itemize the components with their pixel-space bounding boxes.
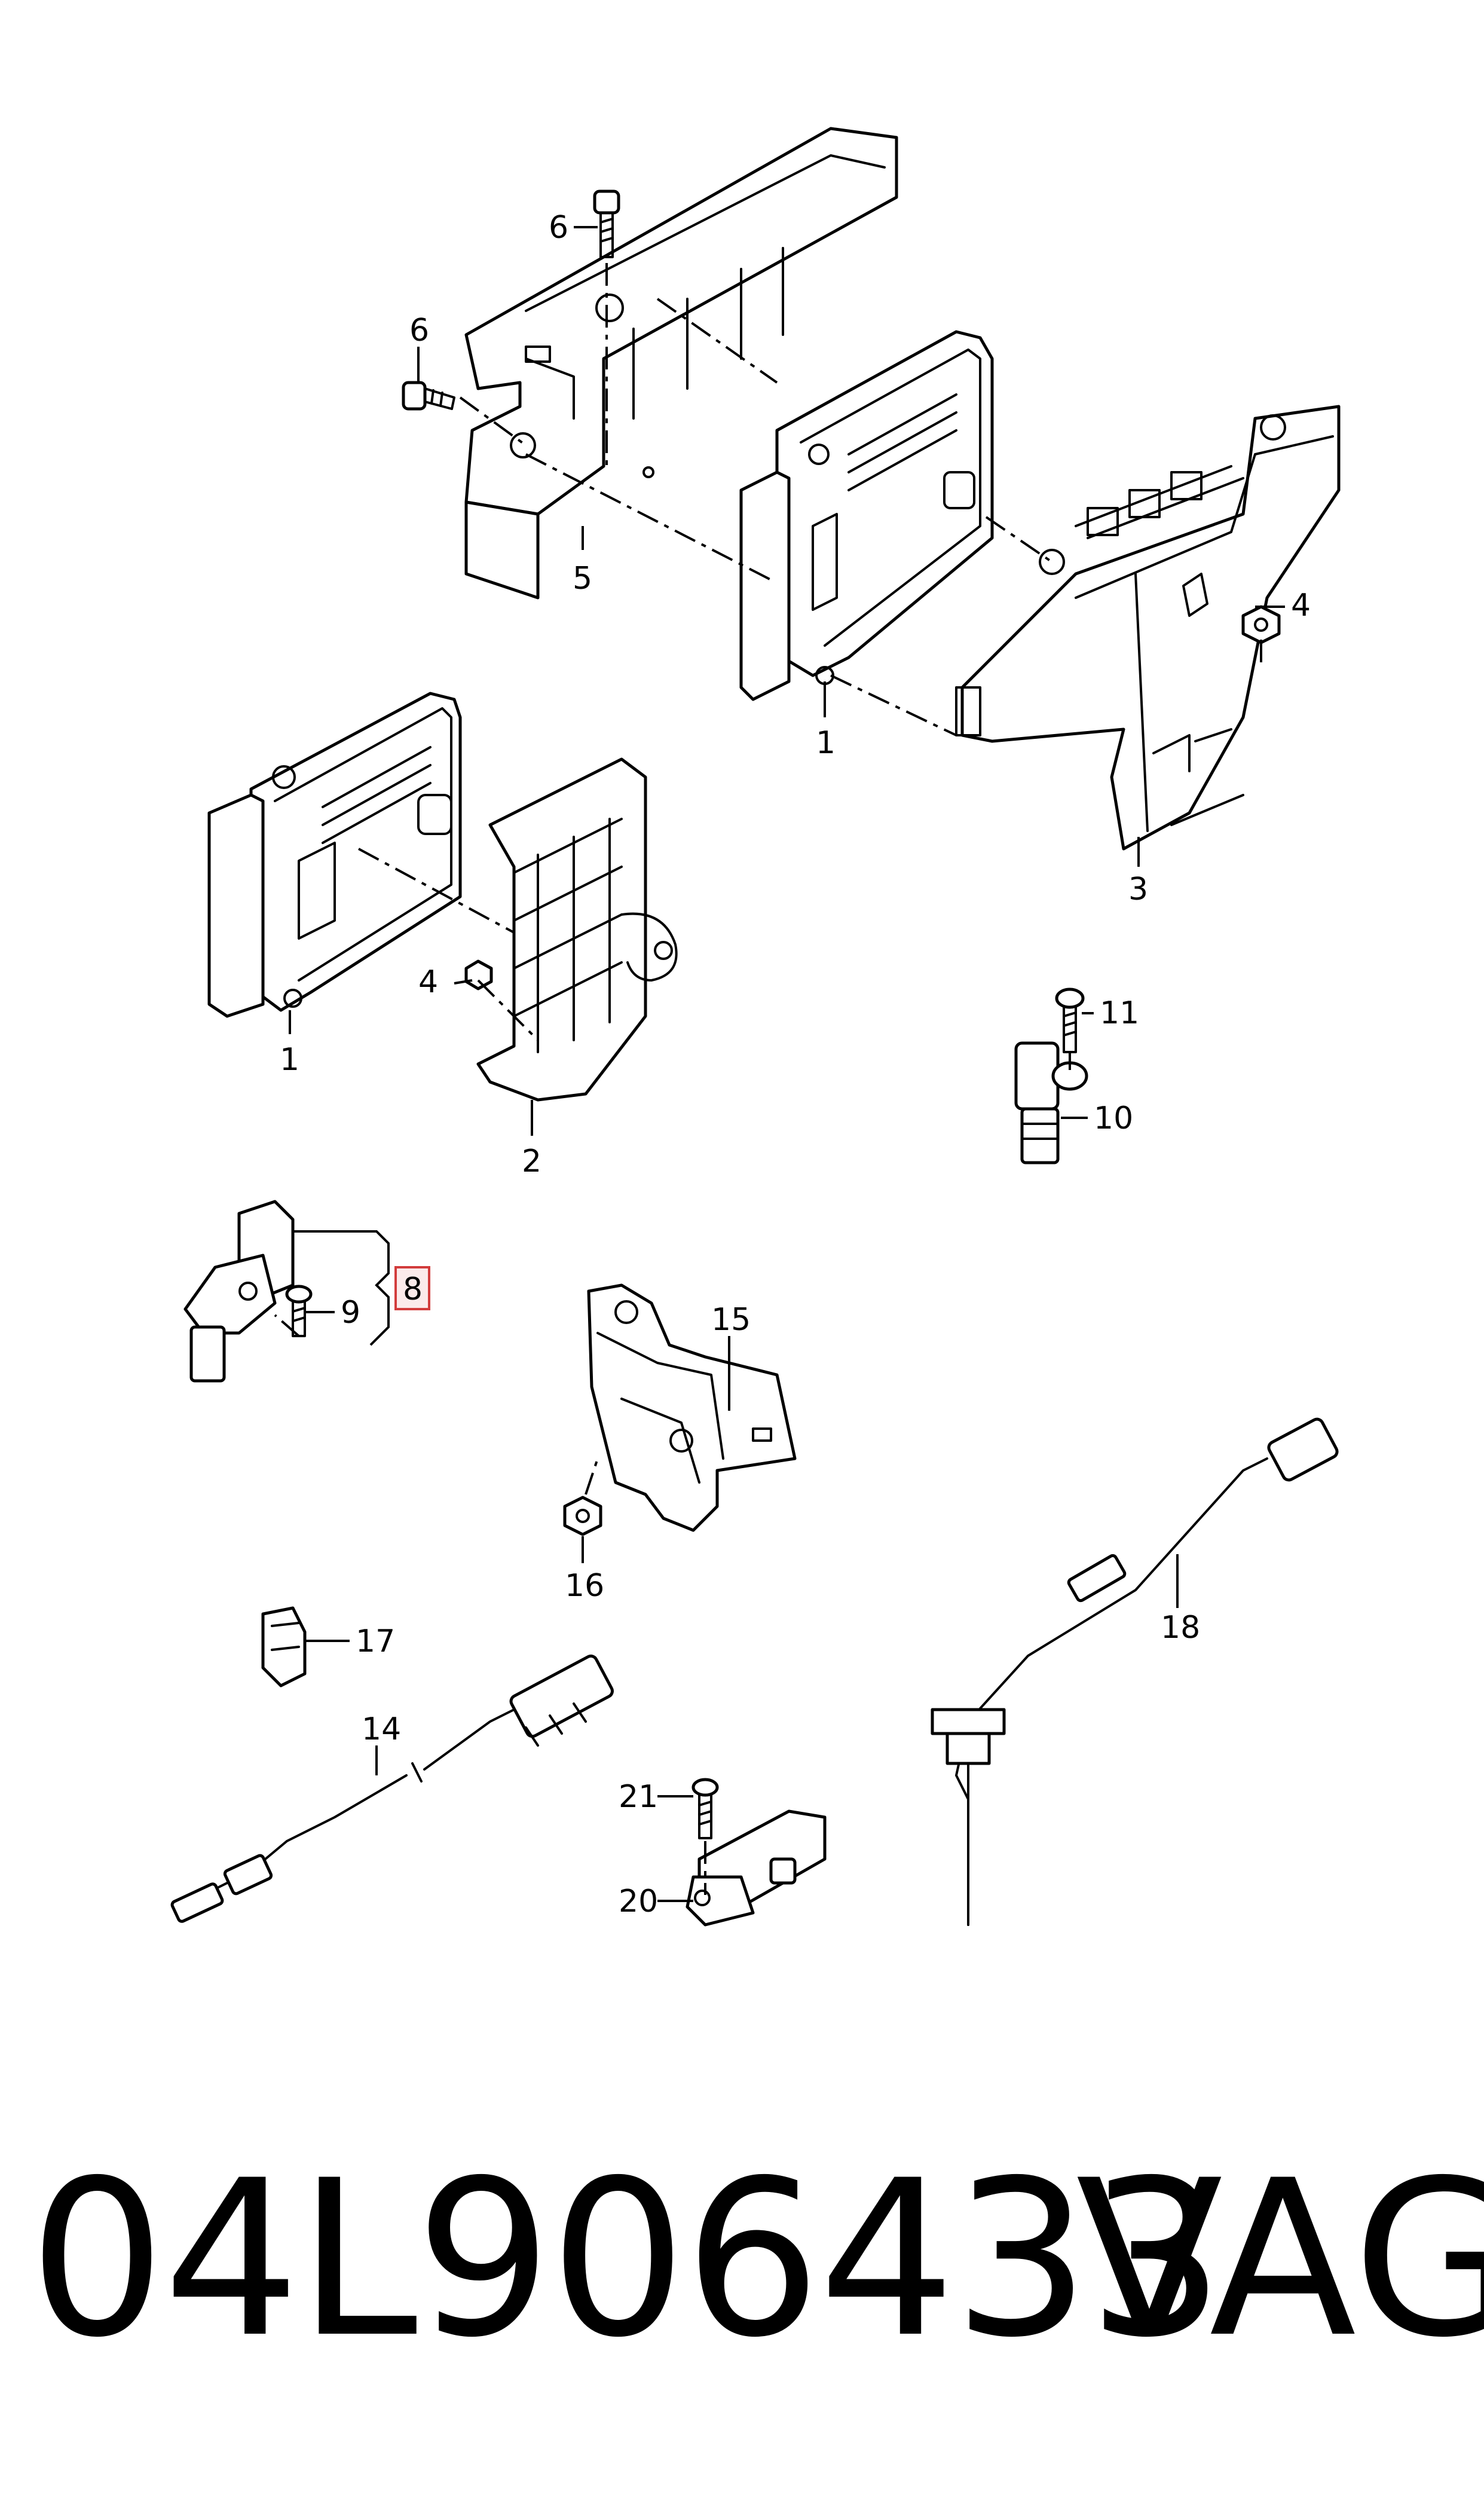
engine-control-unit-1-lower[interactable]	[207, 692, 462, 1018]
label-8-highlight	[394, 1266, 430, 1310]
label-17: 17	[356, 1624, 395, 1659]
label-15: 15	[711, 1302, 751, 1338]
nut-16[interactable]	[563, 1496, 602, 1536]
label-2: 2	[522, 1144, 541, 1179]
speed-sensor-8[interactable]	[183, 1200, 295, 1383]
leader-lines	[289, 226, 1285, 1902]
label-16: 16	[565, 1568, 604, 1604]
nut-4-left[interactable]	[464, 959, 493, 990]
engine-control-unit-1-upper[interactable]	[739, 330, 994, 701]
bolt-6-upper[interactable]	[593, 189, 620, 258]
bolt-6-left[interactable]	[402, 381, 455, 411]
mounting-bracket-3[interactable]	[955, 405, 1341, 851]
label-4-right: 4	[1291, 588, 1311, 623]
parts-exploded-diagram: 6 6 5 1 4 3 4 1 2 11 10 8 9 15 16 17 18 …	[170, 127, 1341, 1927]
label-1-lower: 1	[280, 1042, 299, 1078]
label-14: 14	[362, 1711, 401, 1747]
label-10: 10	[1094, 1100, 1133, 1136]
label-6-left: 6	[409, 313, 429, 348]
part-labels: 6 6 5 1 4 3 4 1 2 11 10 8 9 15 16 17 18 …	[280, 210, 1311, 1919]
speed-sensor-10[interactable]	[1014, 1041, 1088, 1164]
label-3: 3	[1128, 872, 1148, 907]
pressure-sender-20[interactable]	[686, 1809, 827, 1927]
screw-11[interactable]	[1055, 988, 1085, 1053]
retainer-clip-17[interactable]	[261, 1606, 307, 1687]
label-21: 21	[619, 1779, 658, 1815]
label-20: 20	[619, 1884, 658, 1919]
label-9: 9	[341, 1295, 360, 1331]
label-18: 18	[1161, 1610, 1200, 1646]
screw-9[interactable]	[285, 1285, 313, 1337]
mounting-bracket-5[interactable]	[464, 127, 898, 600]
mounting-bracket-2[interactable]	[476, 757, 678, 1102]
brand-name: VAG	[1076, 2134, 1484, 2384]
label-11: 11	[1100, 995, 1139, 1031]
label-5: 5	[573, 561, 592, 597]
label-1-upper: 1	[816, 725, 836, 761]
exhaust-temperature-sensor-18[interactable]	[931, 1417, 1339, 1926]
part-number: 04L906433	[29, 2134, 1225, 2384]
nut-4-right[interactable]	[1241, 605, 1281, 644]
mounting-bracket-15[interactable]	[587, 1283, 797, 1532]
screw-21[interactable]	[691, 1778, 719, 1839]
label-8[interactable]: 8	[403, 1271, 423, 1307]
lambda-probe-14[interactable]	[170, 1654, 614, 1923]
alignment-lines	[274, 263, 1262, 1895]
label-6-upper: 6	[549, 210, 568, 246]
label-4-left: 4	[418, 964, 438, 1000]
